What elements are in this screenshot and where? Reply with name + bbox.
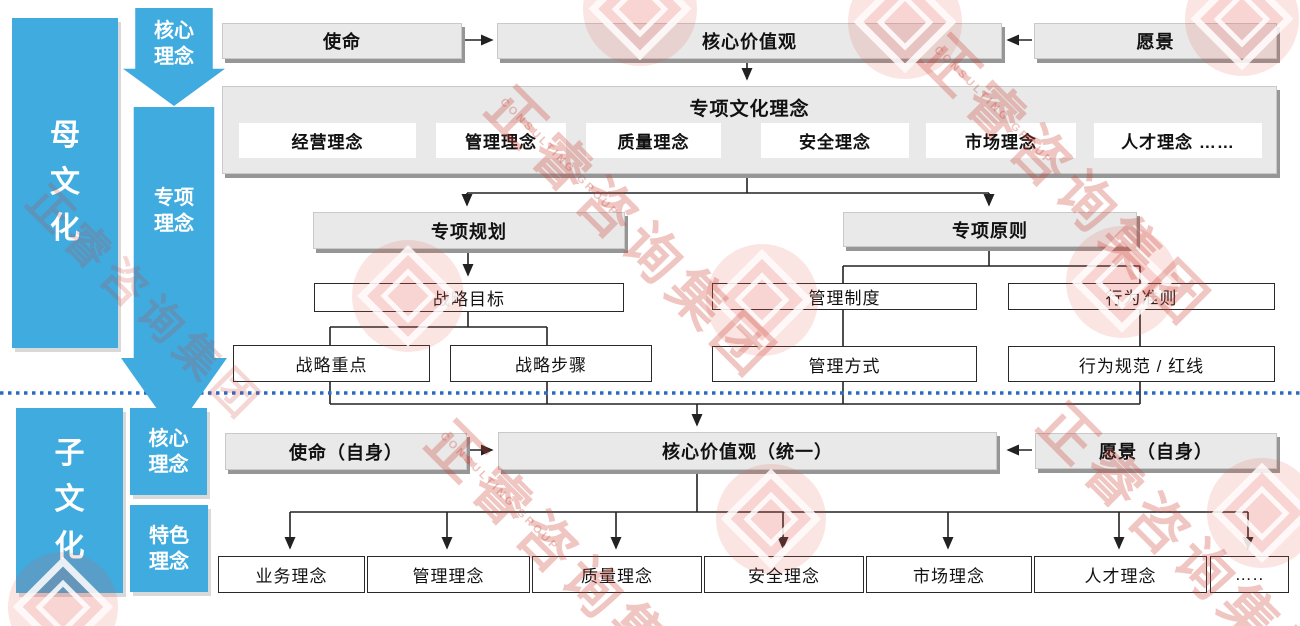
node-special-planning: 专项规划 xyxy=(313,212,625,249)
node-quality-idea: 质量理念 xyxy=(586,123,721,158)
node-management-method-label: 管理方式 xyxy=(808,356,881,376)
node-mission-label: 使命 xyxy=(323,32,361,52)
parent-culture-label: 母文化 xyxy=(50,119,80,246)
node-strategic-steps-label: 战略步骤 xyxy=(515,356,587,375)
parent-culture-bar: 母文化 xyxy=(12,18,118,348)
lines-principle-columns xyxy=(842,308,1141,346)
node-strategic-goal-label: 战略目标 xyxy=(433,290,505,309)
child-core-idea-label: 核心理念 xyxy=(148,427,189,476)
node-strategic-goal: 战略目标 xyxy=(314,283,624,312)
node-special-principles: 专项原则 xyxy=(843,212,1137,247)
node-bottom-management-idea: 管理理念 xyxy=(367,556,530,593)
node-core-values-label: 核心价值观 xyxy=(702,32,797,52)
branch-principles-children xyxy=(842,245,1141,283)
special-culture-title: 专项文化理念 xyxy=(689,99,810,120)
node-market-idea: 市场理念 xyxy=(926,123,1076,158)
special-culture-container: 专项文化理念 经营理念 管理理念 质量理念 安全理念 市场理念 人才理念 …… xyxy=(222,86,1277,174)
node-management-method: 管理方式 xyxy=(712,346,977,382)
node-strategic-focus-label: 战略重点 xyxy=(295,356,368,375)
node-behavior-norms: 行为规范 / 红线 xyxy=(1008,346,1275,382)
node-child-mission: 使命（自身） xyxy=(225,433,467,470)
node-bottom-market-idea: 市场理念 xyxy=(866,556,1032,593)
bottom-split-bus xyxy=(290,467,1248,513)
node-strategic-focus: 战略重点 xyxy=(233,345,430,382)
core-idea-arrow-label: 核心理念 xyxy=(154,20,194,68)
child-culture-bar: 子文化 xyxy=(16,408,123,593)
node-vision-label: 愿景 xyxy=(1136,32,1175,52)
special-idea-arrow-label: 专项理念 xyxy=(154,187,194,235)
node-child-mission-label: 使命（自身） xyxy=(289,442,403,463)
node-behavior-norms-label: 行为规范 / 红线 xyxy=(1078,356,1205,376)
node-safety-idea: 安全理念 xyxy=(761,123,909,158)
node-business-idea: 经营理念 xyxy=(239,123,416,158)
node-unified-core-values-label: 核心价值观（统一） xyxy=(662,442,833,462)
node-bottom-quality-idea: 质量理念 xyxy=(532,556,702,593)
node-management-system-label: 管理制度 xyxy=(808,289,881,308)
child-core-idea-tag: 核心理念 xyxy=(130,408,207,495)
node-mission: 使命 xyxy=(222,23,462,59)
node-vision: 愿景 xyxy=(1034,23,1277,59)
node-talent-idea: 人才理念 …… xyxy=(1094,123,1262,158)
node-management-system: 管理制度 xyxy=(712,283,977,310)
node-behavior-guidelines: 行为准则 xyxy=(1008,283,1275,310)
child-feature-idea-tag: 特色理念 xyxy=(130,505,208,592)
node-unified-core-values: 核心价值观（统一） xyxy=(498,432,997,470)
child-culture-label: 子文化 xyxy=(54,436,85,563)
node-strategic-steps: 战略步骤 xyxy=(450,345,652,382)
child-feature-idea-label: 特色理念 xyxy=(149,524,189,573)
branch-goal-children xyxy=(329,310,548,345)
node-bottom-talent-idea: 人才理念 xyxy=(1034,556,1207,593)
node-core-values: 核心价值观 xyxy=(497,23,1002,59)
node-behavior-guidelines-label: 行为准则 xyxy=(1105,289,1178,308)
node-bottom-safety-idea: 安全理念 xyxy=(704,556,864,593)
node-bottom-business-idea: 业务理念 xyxy=(218,556,365,593)
node-bottom-more-idea: ….. xyxy=(1210,556,1289,593)
node-child-vision: 愿景（自身） xyxy=(1035,433,1277,469)
special-idea-arrow: 专项理念 xyxy=(121,107,227,433)
node-child-vision-label: 愿景（自身） xyxy=(1099,442,1213,462)
node-special-principles-label: 专项原则 xyxy=(952,220,1028,241)
node-special-planning-label: 专项规划 xyxy=(431,221,507,242)
node-management-idea: 管理理念 xyxy=(436,123,566,158)
